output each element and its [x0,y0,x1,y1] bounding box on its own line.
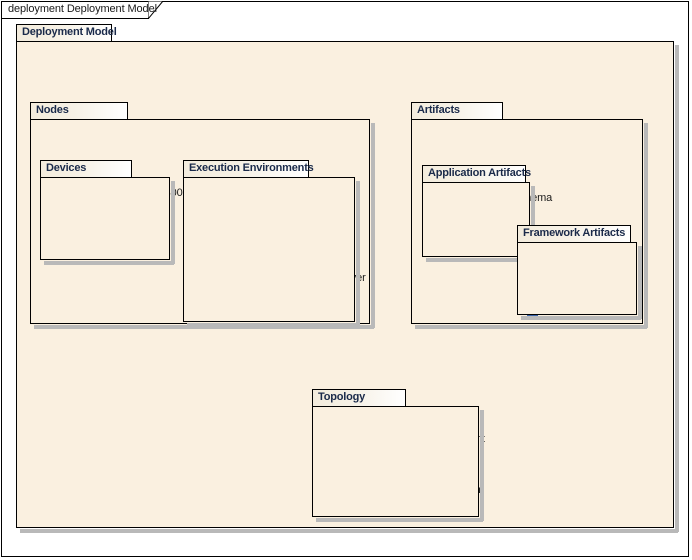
package-framework-artifacts[interactable]: Framework Artifacts+ hibernate.jar+ log4… [517,225,642,320]
package-shadow [638,246,642,319]
package-shadow [644,123,648,328]
package-tab[interactable] [422,165,526,183]
package-tab[interactable] [312,389,406,407]
package-devices[interactable]: Devices+ Dell PowerEdge R300+ IBM BladeC… [40,160,183,265]
package-body [312,406,479,517]
frame-title-label: deployment Deployment Model [8,3,157,15]
package-body [517,242,637,315]
package-shadow [44,261,174,265]
package-shadow [20,529,678,533]
package-name: Nodes [36,104,69,116]
package-shadow [531,186,535,261]
package-body [40,177,170,260]
package-name: Devices [46,162,87,174]
package-shadow [426,258,534,262]
package-shadow [415,325,647,329]
package-name: Framework Artifacts [523,227,626,239]
package-application-artifacts[interactable]: Application Artifacts+ Application Schem… [422,165,552,262]
frame-title-tab-corner [148,1,164,19]
package-name: Deployment Model [22,26,117,38]
package-name: Application Artifacts [428,167,531,179]
package-shadow [187,323,359,327]
package-shadow [371,123,375,328]
package-tab[interactable] [517,225,631,243]
frame-title-tab-body [1,1,149,19]
package-tab[interactable] [411,102,503,120]
package-shadow [521,316,641,320]
package-shadow [480,410,484,521]
package-tab[interactable] [183,160,309,178]
package-name: Artifacts [417,104,460,116]
package-body [422,182,530,257]
package-shadow [356,181,360,326]
package-tab[interactable] [40,160,132,178]
package-body [183,177,355,322]
package-shadow [34,325,374,329]
package-tab[interactable] [30,102,128,120]
package-tab[interactable] [16,24,112,42]
package-name: Topology [318,391,366,403]
package-shadow [171,181,175,264]
package-topology[interactable]: Topology+ Development Environment+ Integ… [312,389,485,522]
package-execution-environments[interactable]: Execution Environments+ Apache Web Serve… [183,160,366,327]
package-name: Execution Environments [189,162,314,174]
package-shadow [675,45,679,532]
package-shadow [316,518,483,522]
